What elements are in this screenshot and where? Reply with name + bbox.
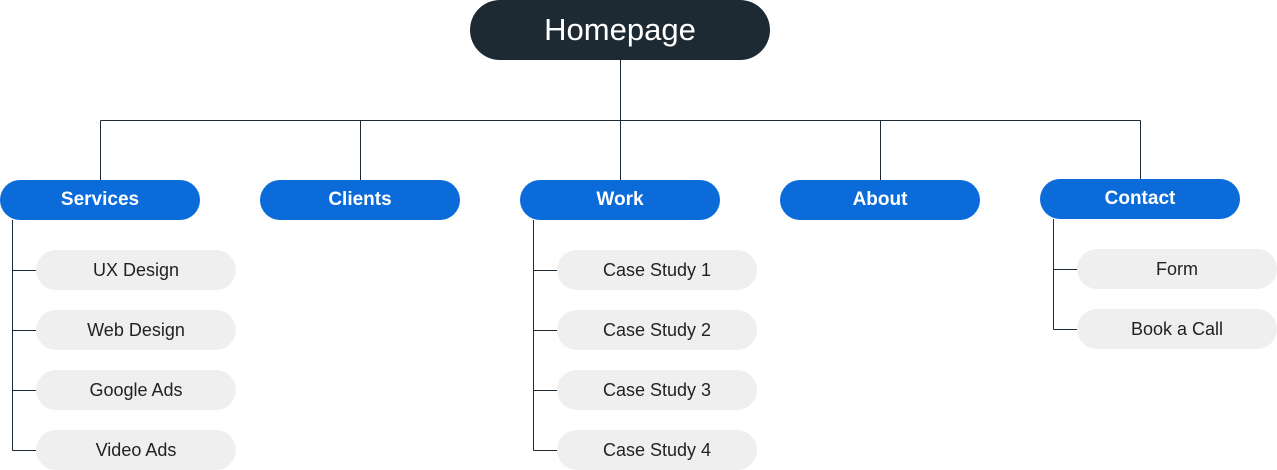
node-clients: Clients [260, 180, 460, 220]
node-case-study-3: Case Study 3 [557, 370, 757, 410]
node-case-study-2: Case Study 2 [557, 310, 757, 350]
node-case-study-4: Case Study 4 [557, 430, 757, 470]
node-homepage: Homepage [470, 0, 770, 60]
node-contact: Contact [1040, 179, 1240, 219]
node-book-a-call: Book a Call [1077, 309, 1277, 349]
node-ux-design: UX Design [36, 250, 236, 290]
node-web-design: Web Design [36, 310, 236, 350]
node-google-ads: Google Ads [36, 370, 236, 410]
node-form: Form [1077, 249, 1277, 289]
node-about: About [780, 180, 980, 220]
node-services: Services [0, 180, 200, 220]
node-case-study-1: Case Study 1 [557, 250, 757, 290]
node-work: Work [520, 180, 720, 220]
node-video-ads: Video Ads [36, 430, 236, 470]
